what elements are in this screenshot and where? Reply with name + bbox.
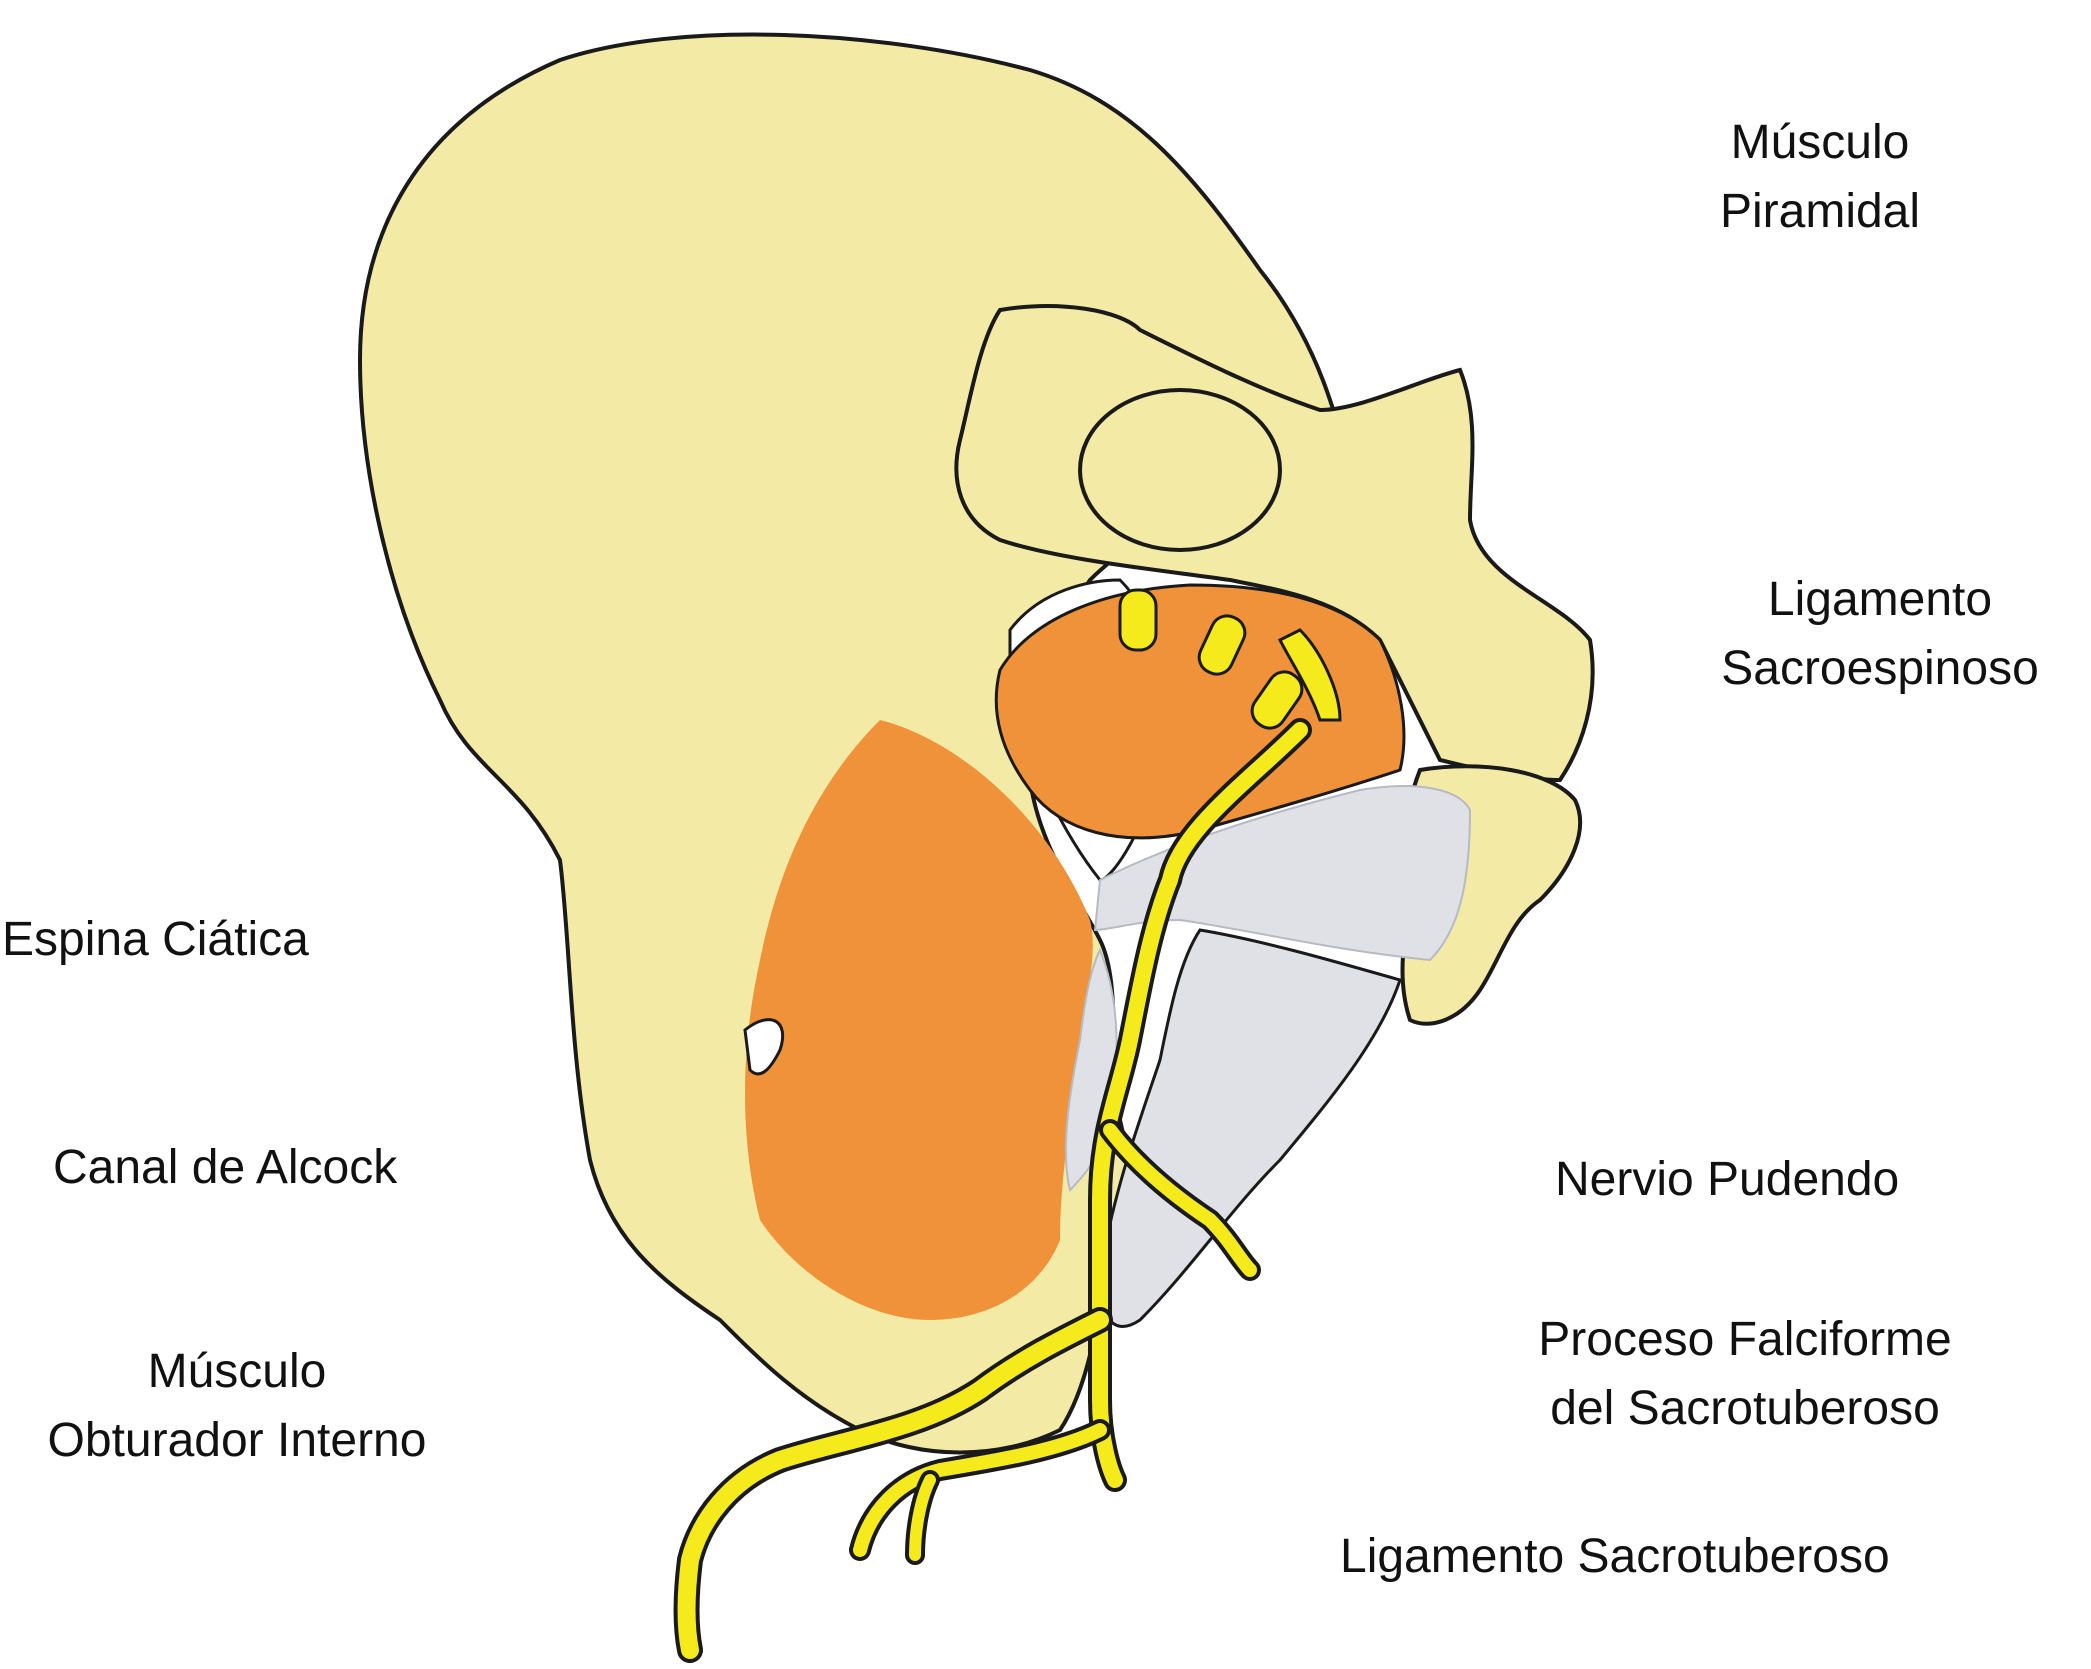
label-proceso-falciforme: Proceso Falciforme del Sacrotuberoso [1538,1313,1952,1435]
label-canal-de-alcock: Canal de Alcock [53,1141,398,1194]
label-musculo-obturador-interno: Músculo Obturador Interno [47,1345,427,1467]
sacrospinous-ligament [1093,785,1472,962]
label-espina-ciatica: Espina Ciática [2,913,309,966]
label-ligamento-sacroespinoso: Ligamento Sacroespinoso [1721,573,2039,695]
label-ligamento-sacrotuberoso: Ligamento Sacrotuberoso [1340,1530,1890,1583]
label-musculo-piramidal: Músculo Piramidal [1719,116,1921,238]
sacrotuberous-ligament [1098,928,1402,1328]
nerve-root-4 [1277,628,1342,722]
ischial-spine-notch [743,1018,785,1076]
label-nervio-pudendo: Nervio Pudendo [1555,1153,1900,1206]
sacral-promontory [1078,388,1282,552]
nerve-root-3 [1250,670,1304,730]
nerve-root-2 [1197,614,1247,676]
nerve-root-1 [1118,588,1158,652]
obturator-internus-muscle [745,720,1093,1320]
